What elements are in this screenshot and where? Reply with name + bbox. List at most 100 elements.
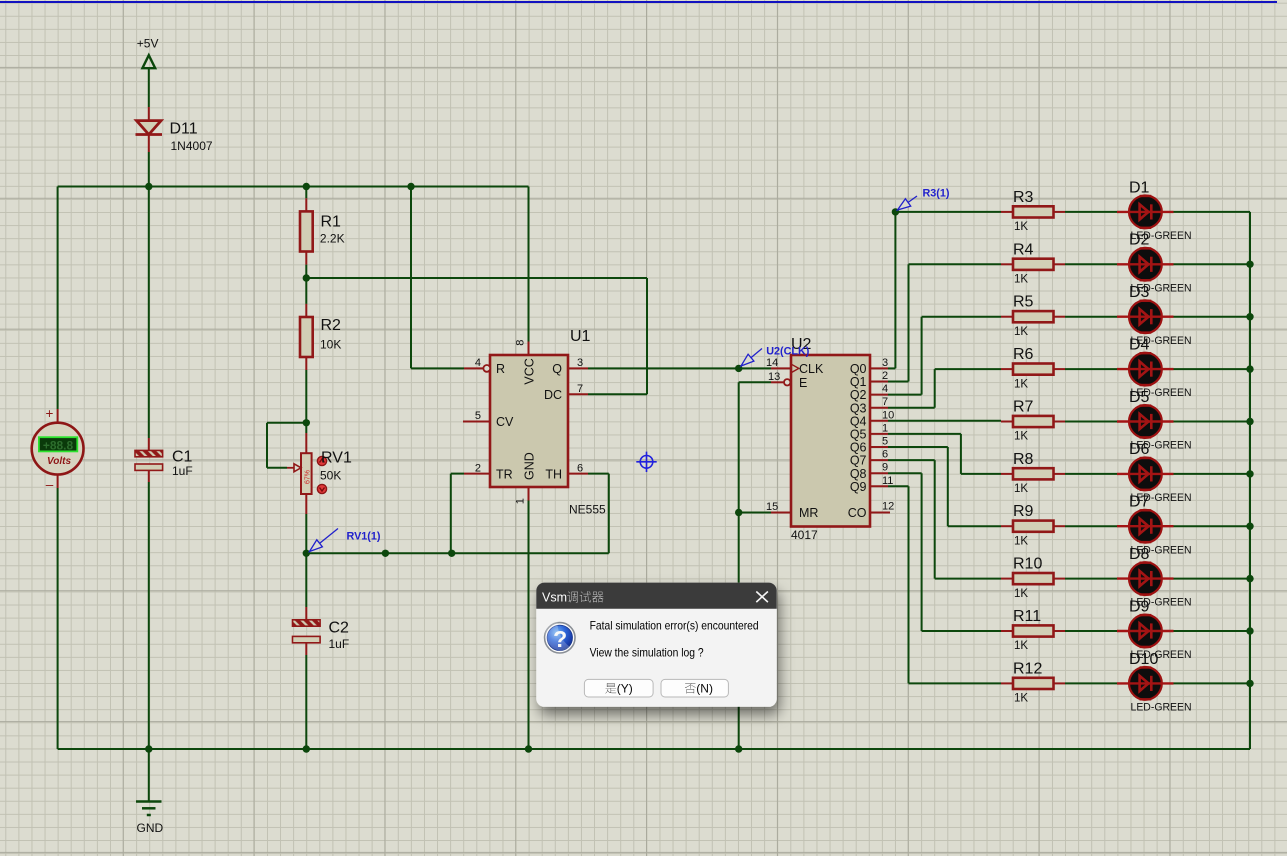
svg-text:NE555: NE555 (569, 503, 606, 517)
svg-text:1: 1 (515, 498, 527, 504)
svg-text:D1: D1 (1129, 179, 1150, 196)
svg-text:Q: Q (552, 362, 562, 376)
svg-text:1uF: 1uF (172, 464, 193, 478)
svg-text:R3: R3 (1013, 189, 1034, 206)
svg-text:1K: 1K (1014, 588, 1028, 600)
svg-text:E: E (799, 376, 807, 390)
svg-text:1K: 1K (1014, 326, 1028, 338)
svg-text:1: 1 (882, 422, 888, 434)
svg-text:6: 6 (577, 463, 583, 475)
svg-text:LED-GREEN: LED-GREEN (1131, 702, 1192, 714)
svg-text:CV: CV (496, 415, 514, 429)
svg-text:D10: D10 (1129, 651, 1158, 668)
svg-text:–: – (46, 477, 54, 492)
svg-text:4017: 4017 (791, 528, 818, 542)
svg-text:+5V: +5V (137, 37, 159, 51)
svg-text:10K: 10K (320, 338, 341, 352)
svg-text:R5: R5 (1013, 294, 1034, 311)
svg-text:LED-GREEN: LED-GREEN (1131, 649, 1192, 661)
svg-text:(N): (N) (696, 682, 713, 696)
svg-text:CO: CO (848, 506, 867, 520)
svg-text:5: 5 (475, 410, 481, 422)
svg-text:4: 4 (882, 383, 888, 395)
svg-text:1K: 1K (1014, 378, 1028, 390)
svg-text:+: + (46, 406, 54, 421)
svg-text:RV1: RV1 (321, 450, 352, 467)
svg-text:U2: U2 (791, 336, 812, 353)
svg-text:1K: 1K (1014, 221, 1028, 233)
svg-text:1K: 1K (1014, 535, 1028, 547)
svg-text:67%: 67% (305, 470, 312, 484)
svg-text:D9: D9 (1129, 598, 1150, 615)
svg-text:3: 3 (882, 357, 888, 369)
svg-text:R: R (496, 362, 505, 376)
svg-text:1K: 1K (1014, 483, 1028, 495)
svg-text:MR: MR (799, 506, 818, 520)
svg-text:U2(CLK): U2(CLK) (766, 346, 810, 358)
svg-text:R7: R7 (1013, 399, 1034, 416)
svg-text:R8: R8 (1013, 451, 1034, 468)
svg-text:Q7: Q7 (850, 454, 867, 468)
svg-text:LED-GREEN: LED-GREEN (1131, 282, 1192, 294)
svg-text:1N4007: 1N4007 (171, 139, 213, 153)
svg-text:R6: R6 (1013, 346, 1034, 363)
svg-text:Fatal simulation error(s) enco: Fatal simulation error(s) encountered (590, 620, 759, 633)
svg-text:Q5: Q5 (850, 428, 867, 442)
svg-text:Q9: Q9 (850, 480, 867, 494)
svg-text:R3(1): R3(1) (923, 188, 950, 200)
svg-text:Vsm: Vsm (542, 591, 567, 605)
svg-text:Q6: Q6 (850, 441, 867, 455)
svg-text:7: 7 (882, 396, 888, 408)
svg-text:D8: D8 (1129, 546, 1150, 563)
svg-text:13: 13 (768, 371, 780, 383)
svg-text:2: 2 (475, 463, 481, 475)
svg-text:LED-GREEN: LED-GREEN (1131, 492, 1192, 504)
svg-text:?: ? (553, 626, 567, 652)
svg-text:R1: R1 (321, 214, 342, 231)
svg-text:4: 4 (475, 357, 481, 369)
svg-text:6: 6 (882, 449, 888, 461)
svg-text:C2: C2 (329, 620, 350, 637)
svg-text:TR: TR (496, 467, 513, 481)
svg-text:R9: R9 (1013, 503, 1034, 520)
svg-text:CLK: CLK (799, 362, 824, 376)
svg-text:15: 15 (766, 501, 778, 513)
svg-text:R11: R11 (1013, 608, 1041, 625)
svg-text:C1: C1 (172, 449, 193, 466)
svg-text:Q2: Q2 (850, 388, 867, 402)
svg-text:R10: R10 (1013, 556, 1042, 573)
svg-text:5: 5 (882, 436, 888, 448)
svg-text:R4: R4 (1013, 241, 1034, 258)
svg-text:LED-GREEN: LED-GREEN (1131, 230, 1192, 242)
svg-text:D7: D7 (1129, 494, 1150, 511)
svg-text:DC: DC (544, 388, 562, 402)
svg-text:7: 7 (577, 383, 583, 395)
svg-text:12: 12 (882, 501, 894, 513)
svg-text:1K: 1K (1014, 640, 1028, 652)
svg-text:8: 8 (515, 340, 527, 346)
svg-text:U1: U1 (570, 328, 591, 345)
svg-text:+88.8: +88.8 (43, 438, 74, 452)
svg-text:Q4: Q4 (850, 414, 867, 428)
svg-text:1uF: 1uF (329, 637, 350, 651)
svg-text:GND: GND (137, 821, 164, 835)
svg-text:10: 10 (882, 409, 894, 421)
svg-text:Q3: Q3 (850, 401, 867, 415)
svg-text:D2: D2 (1129, 232, 1150, 249)
svg-text:D11: D11 (170, 121, 198, 138)
svg-text:1K: 1K (1014, 274, 1028, 286)
svg-text:1K: 1K (1014, 431, 1028, 443)
svg-text:Q8: Q8 (850, 467, 867, 481)
svg-text:9: 9 (882, 462, 888, 474)
svg-text:1K: 1K (1014, 693, 1028, 705)
svg-text:LED-GREEN: LED-GREEN (1131, 440, 1192, 452)
svg-text:Volts: Volts (47, 456, 72, 467)
svg-text:D4: D4 (1129, 337, 1150, 354)
svg-text:(Y): (Y) (617, 682, 633, 696)
svg-text:RV1(1): RV1(1) (347, 531, 381, 543)
svg-text:2.2K: 2.2K (320, 232, 345, 246)
svg-text:3: 3 (577, 357, 583, 369)
svg-text:R2: R2 (321, 317, 342, 334)
svg-text:D6: D6 (1129, 441, 1150, 458)
svg-text:LED-GREEN: LED-GREEN (1131, 335, 1192, 347)
